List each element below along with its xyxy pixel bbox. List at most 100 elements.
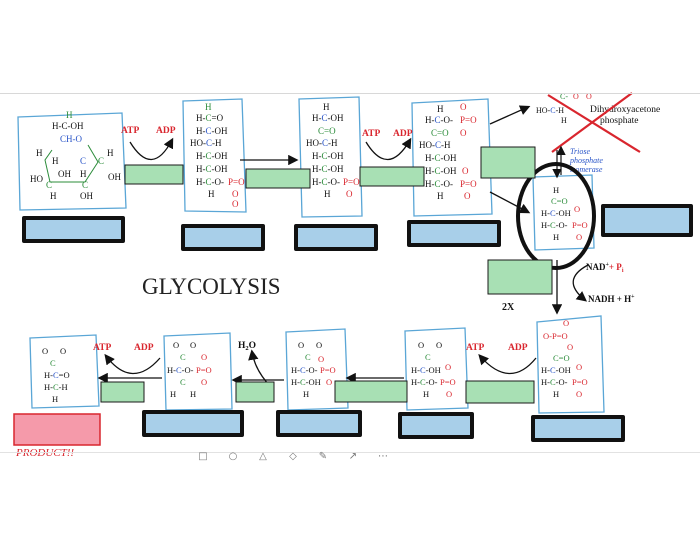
svg-text:C=O: C=O [553, 353, 570, 363]
top-divider [0, 93, 700, 94]
triose-label-line2: phosphate [569, 156, 603, 165]
svg-text:H-C-OH: H-C-OH [52, 121, 84, 131]
product-box[interactable] [13, 413, 101, 446]
svg-text:O: O [318, 354, 324, 364]
svg-text:O: O [60, 346, 66, 356]
h2o-curve-step9 [248, 349, 271, 387]
svg-text:O: O [462, 166, 469, 176]
svg-text:H-C-OH: H-C-OH [425, 153, 457, 163]
pen-tool-icon[interactable]: ✎ [318, 450, 328, 462]
answer-box-2pg[interactable] [276, 410, 362, 437]
svg-text:O: O [576, 232, 582, 242]
answer-box-pep[interactable] [142, 410, 244, 437]
svg-text:C=O: C=O [551, 196, 568, 206]
svg-text:H: H [52, 394, 58, 404]
svg-text:H: H [324, 189, 331, 199]
svg-text:O-P=O: O-P=O [543, 331, 568, 341]
answer-box-3pg[interactable] [398, 412, 474, 439]
svg-text:H: H [561, 116, 567, 125]
enzyme-box-step2[interactable] [245, 168, 311, 189]
atp-label-step1: ATP [121, 126, 139, 136]
pyruvate-structure: O O C H-C=O H-C-H H [42, 346, 70, 404]
adp-label-step10: ADP [134, 343, 154, 353]
answer-box-f16bp[interactable] [407, 220, 501, 247]
circle-tool-icon[interactable]: ○ [228, 450, 238, 462]
svg-text:O: O [42, 346, 48, 356]
svg-text:C: C [180, 352, 186, 362]
svg-text:C: C [82, 180, 88, 190]
triangle-tool-icon[interactable]: △ [259, 450, 267, 462]
enzyme-box-step1[interactable] [124, 164, 184, 185]
svg-text:H-C-OH: H-C-OH [425, 166, 457, 176]
answer-box-13bpg[interactable] [531, 415, 625, 442]
svg-text:H-C=O: H-C=O [196, 113, 224, 123]
answer-box-glucose[interactable] [22, 216, 125, 243]
atp-curve-step3 [365, 137, 412, 161]
triose-label-line3: isomerase [570, 165, 603, 174]
molecule-outline-pyruvate [29, 334, 100, 409]
svg-text:C: C [305, 352, 311, 362]
enzyme-box-step9[interactable] [235, 381, 275, 403]
svg-text:O: O [460, 128, 467, 138]
svg-text:H-C-O-: H-C-O- [411, 377, 438, 387]
svg-text:C=O: C=O [431, 128, 449, 138]
atp-label-step10: ATP [93, 343, 111, 353]
answer-box-g3p[interactable] [601, 204, 693, 237]
answer-box-g6p[interactable] [181, 224, 265, 251]
more-tool-icon[interactable]: ⋯ [378, 450, 388, 462]
svg-text:C: C [425, 352, 431, 362]
svg-text:HO-C-H: HO-C-H [419, 140, 451, 150]
dhap-label-line1: Dihydroxyacetone [590, 105, 660, 115]
glucose-structure: H H-C-OH CH-O H H H C C OH H HO OH C C H… [30, 110, 121, 201]
glyceraldehyde-3-phosphate-structure: H C=O H-C-OH O H-C-O- P=O H O [541, 185, 588, 242]
square-tool-icon[interactable]: □ [198, 450, 208, 462]
svg-text:O: O [326, 377, 332, 387]
svg-text:C: C [46, 180, 52, 190]
adp-label-step3: ADP [393, 129, 413, 139]
nadh-label: NADH + H+ [588, 294, 635, 304]
1-3-bisphosphoglycerate-structure: O O-P=O O C=O H-C-OH O H-C-O- P=O H O [541, 318, 588, 399]
svg-text:O: O [576, 362, 582, 372]
svg-text:H: H [36, 148, 43, 158]
svg-text:H-C-OH: H-C-OH [291, 377, 321, 387]
svg-text:P=O: P=O [320, 365, 336, 375]
enzyme-box-step7[interactable] [465, 380, 535, 404]
svg-text:P=O: P=O [440, 377, 456, 387]
svg-text:H: H [553, 185, 559, 195]
svg-text:C: C [98, 156, 104, 166]
enzyme-box-step4[interactable] [480, 146, 536, 179]
answer-box-f6p[interactable] [294, 224, 378, 251]
enzyme-box-step10[interactable] [100, 381, 145, 403]
molecule-outline-g3p [532, 174, 595, 251]
molecule-outline-2pg [285, 328, 349, 411]
molecule-outline-13bpg [536, 315, 605, 414]
atp-label-step7: ATP [466, 343, 484, 353]
svg-text:O: O [460, 102, 467, 112]
enzyme-box-step3[interactable] [359, 166, 425, 187]
phosphoenolpyruvate-structure: O O C O H-C-O- P=O C O H H [167, 340, 212, 399]
arrow-tool-icon[interactable]: ↗ [348, 450, 358, 462]
svg-text:H: H [170, 389, 176, 399]
svg-text:C=O: C=O [318, 126, 336, 136]
svg-text:H: H [80, 169, 87, 179]
2-phosphoglycerate-structure: O O C O H-C-O- P=O H-C-OH O H [291, 340, 336, 399]
svg-text:H: H [437, 104, 444, 114]
enzyme-box-step8[interactable] [334, 380, 408, 403]
svg-text:O: O [346, 189, 353, 199]
svg-text:H-C-OH: H-C-OH [411, 365, 441, 375]
svg-text:H-C-OH: H-C-OH [196, 164, 228, 174]
page-title: GLYCOLYSIS [142, 274, 281, 299]
svg-text:OH: OH [58, 169, 71, 179]
svg-text:HO-C-H: HO-C-H [190, 138, 222, 148]
svg-text:O: O [201, 352, 207, 362]
svg-text:H-C-H: H-C-H [44, 382, 68, 392]
svg-text:O: O [201, 377, 207, 387]
svg-text:O: O [232, 189, 239, 199]
enzyme-box-step6[interactable] [487, 259, 553, 295]
svg-text:H-C-O-: H-C-O- [312, 177, 340, 187]
svg-text:H: H [52, 156, 59, 166]
svg-text:O: O [574, 204, 580, 214]
diamond-tool-icon[interactable]: ◇ [289, 450, 297, 462]
svg-text:O: O [446, 389, 452, 399]
